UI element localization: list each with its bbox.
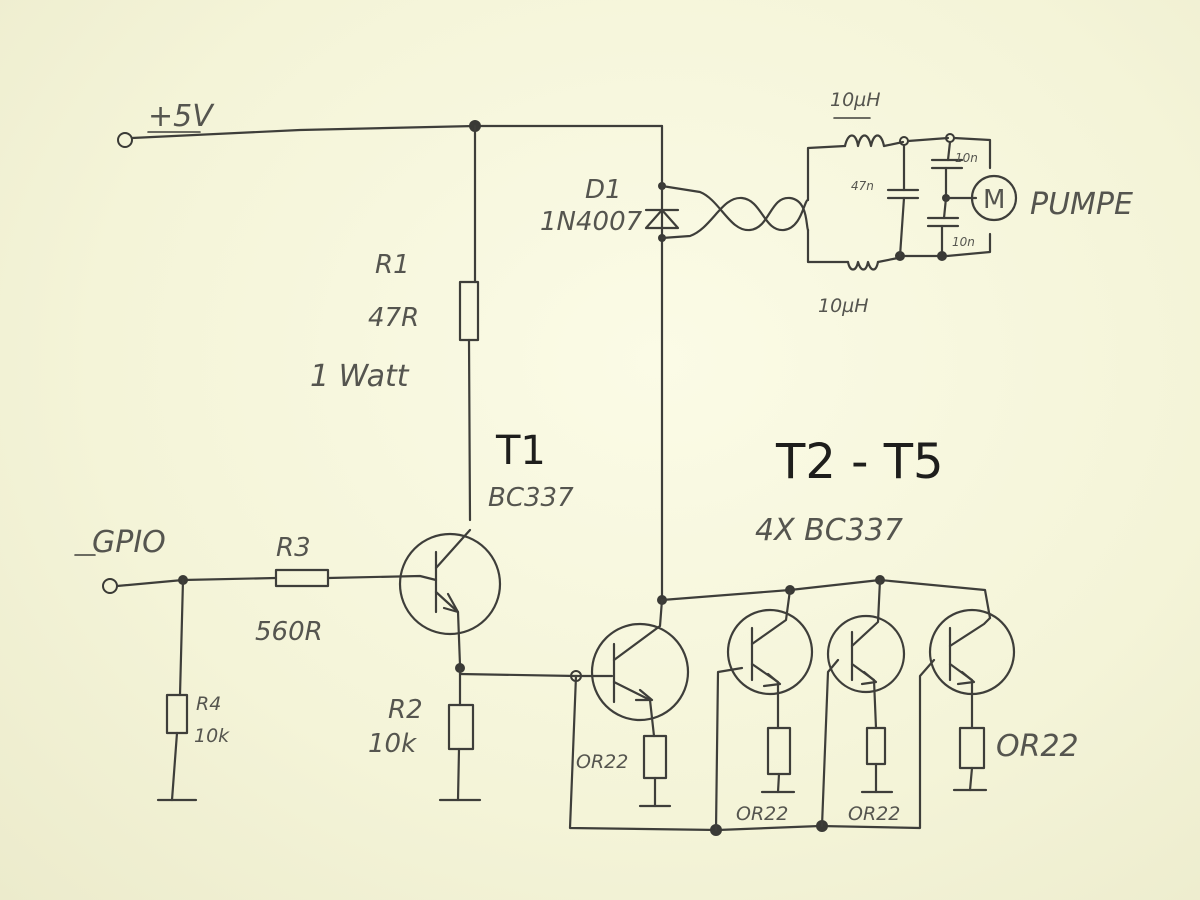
t1-name: T1: [495, 428, 546, 474]
r3-value: 560R: [255, 617, 323, 647]
t2-t5-name: T2 - T5: [775, 434, 944, 490]
cap-top-label: 10n: [955, 151, 978, 165]
r3-name: R3: [276, 533, 311, 563]
r4-value: 10k: [194, 725, 230, 747]
pump-filter: [806, 133, 992, 271]
d1-type: 1N4007: [540, 207, 643, 237]
emitter-res-label-4: OR22: [996, 729, 1079, 764]
r2-value: 10k: [368, 729, 417, 759]
diode-d1: [644, 178, 680, 598]
transistor-t5: [928, 608, 1016, 792]
transistor-t2: [590, 598, 690, 808]
transistor-t4: [826, 578, 906, 794]
transistor-t1: [398, 528, 502, 667]
inductor-top-label: 10µH: [830, 89, 881, 111]
resistor-r2: [438, 663, 578, 802]
transistor-t3: [726, 588, 814, 794]
collector-bus: [657, 575, 992, 620]
emitter-res-label-2: OR22: [736, 803, 788, 825]
pump-motor: [970, 174, 1018, 222]
cap-bottom-label: 10n: [952, 235, 975, 249]
emitter-res-label-3: OR22: [848, 803, 900, 825]
r1-value: 47R: [368, 303, 419, 333]
emitter-res-label-1: OR22: [576, 751, 628, 773]
d1-name: D1: [585, 175, 622, 205]
r4-name: R4: [196, 693, 221, 715]
r1-name: R1: [375, 250, 410, 280]
t2-t5-type: 4X BC337: [755, 513, 903, 548]
resistor-r1: [458, 124, 480, 522]
resistor-r3: [274, 568, 438, 588]
cap-filter-label: 47n: [851, 179, 874, 193]
resistor-r4: [156, 578, 198, 802]
supply-label: +5V: [148, 99, 215, 134]
motor-label: PUMPE: [1030, 187, 1133, 222]
twisted-pair-cable: [660, 184, 810, 240]
gpio-label: GPIO: [92, 525, 166, 560]
gpio-input: [102, 575, 278, 594]
base-bus: [568, 658, 936, 836]
inductor-bottom-label: 10µH: [818, 295, 869, 317]
r2-name: R2: [388, 695, 423, 725]
motor-symbol: M: [983, 185, 1005, 215]
r1-power: 1 Watt: [310, 359, 410, 394]
t1-type: BC337: [488, 483, 574, 513]
